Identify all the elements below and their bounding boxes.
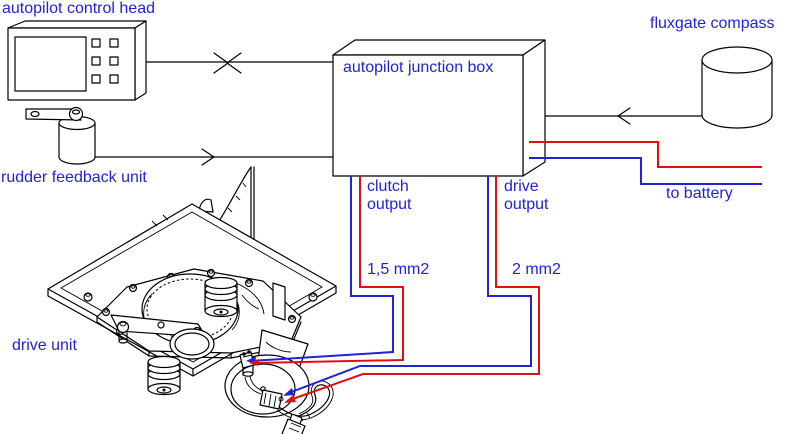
autopilot-control-head-drawing bbox=[7, 20, 147, 101]
drive-red-wire bbox=[286, 176, 540, 402]
drive-output-line1: drive bbox=[504, 178, 539, 195]
clutch-output-wires bbox=[246, 176, 404, 366]
cable-plug bbox=[281, 418, 306, 434]
clutch-output-line2: output bbox=[367, 196, 412, 213]
drive-unit-drawing bbox=[47, 166, 337, 434]
signal-lines bbox=[94, 52, 703, 166]
drive-blue-wire bbox=[285, 176, 532, 395]
clutch-output-label: clutch output bbox=[367, 178, 411, 214]
clutch-blue-wire bbox=[249, 176, 394, 362]
battery-wires bbox=[529, 141, 762, 185]
arrow-right-icon bbox=[213, 52, 229, 74]
battery-positive-wire bbox=[529, 141, 762, 168]
drive-output-line2: output bbox=[504, 196, 549, 213]
arrow-tip-icon bbox=[283, 388, 294, 396]
rudder-feedback-unit-drawing bbox=[25, 106, 96, 165]
clutch-output-line1: clutch bbox=[367, 178, 409, 195]
drive-unit-label: drive unit bbox=[12, 337, 77, 354]
arrow-tip-icon bbox=[249, 359, 259, 366]
battery-negative-wire bbox=[529, 157, 762, 185]
drive-output-label: drive output bbox=[504, 178, 548, 214]
motor-connector bbox=[259, 389, 284, 410]
control-head-screen bbox=[14, 36, 87, 92]
arrow-left-icon bbox=[226, 52, 242, 74]
motor-cable bbox=[276, 380, 334, 434]
drive-output-wires bbox=[283, 176, 540, 403]
rudder-feedback-label: rudder feedback unit bbox=[1, 169, 147, 186]
arrow-right-icon bbox=[201, 148, 215, 166]
control-head-label: autopilot control head bbox=[2, 0, 155, 17]
drive-wire-gauge-label: 2 mm2 bbox=[512, 261, 561, 278]
to-battery-label: to battery bbox=[666, 185, 733, 202]
arrow-left-icon bbox=[617, 107, 631, 125]
control-head-buttons bbox=[91, 38, 119, 84]
clutch-red-wire bbox=[252, 176, 404, 364]
junction-box-label: autopilot junction box bbox=[343, 59, 494, 76]
drive-motor bbox=[224, 354, 310, 418]
lower-pulley bbox=[147, 355, 181, 396]
fluxgate-compass-label: fluxgate compass bbox=[650, 15, 775, 32]
autopilot-junction-box-drawing bbox=[332, 39, 546, 177]
fluxgate-compass-drawing bbox=[701, 46, 773, 129]
feedback-arm bbox=[25, 108, 82, 121]
ring-opening bbox=[169, 328, 215, 360]
arrow-tip-icon bbox=[284, 395, 296, 403]
clutch-solenoid bbox=[239, 350, 264, 395]
clutch-wire-gauge-label: 1,5 mm2 bbox=[367, 261, 430, 278]
upper-pulley bbox=[204, 276, 238, 318]
